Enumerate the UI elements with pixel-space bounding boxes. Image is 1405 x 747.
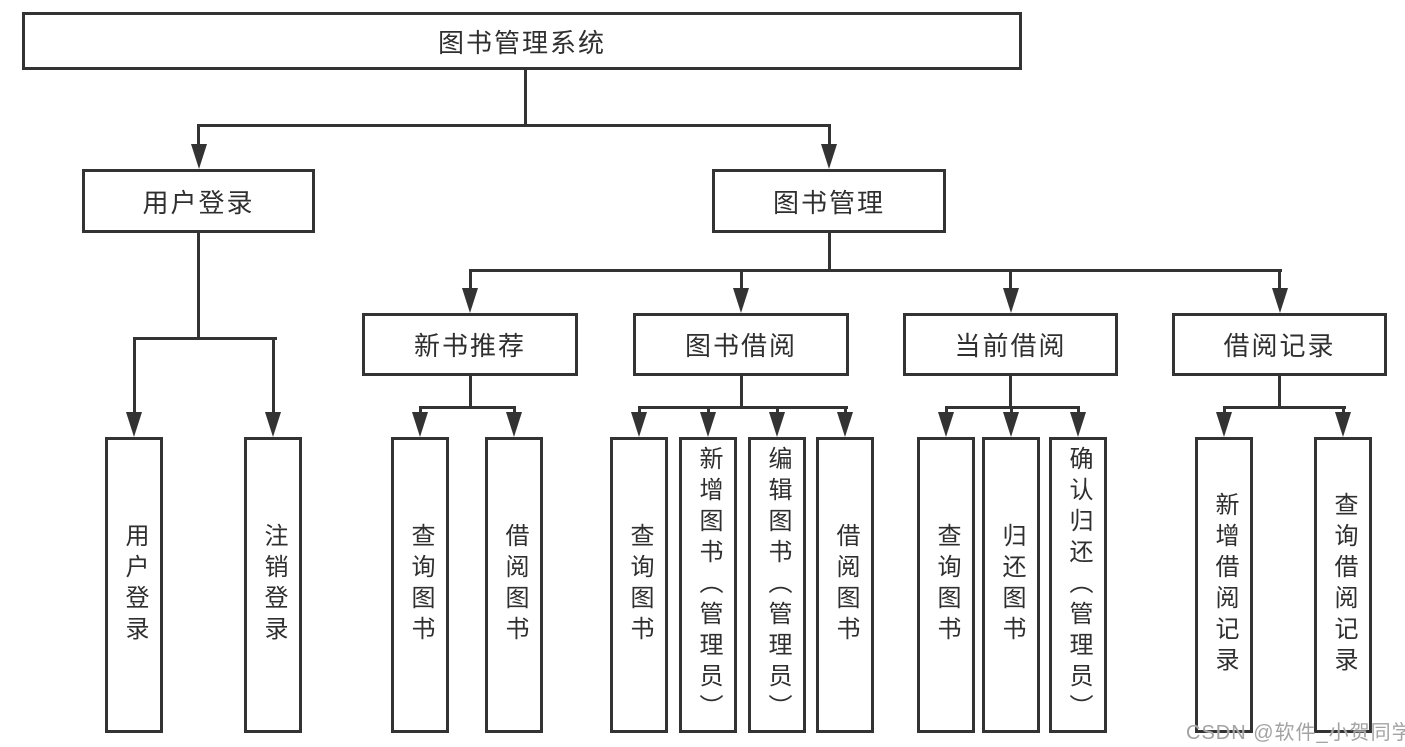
leaf-newbook-query-books-label: 查询图书	[407, 523, 434, 647]
connector-mgmt-arm-current	[1009, 269, 1012, 291]
connector-current-stem	[1009, 376, 1012, 409]
connector-newbook-bar	[418, 406, 516, 409]
leaf-borrow-borrow-books: 借阅图书	[816, 437, 874, 733]
node-new-book-recommend: 新书推荐	[362, 313, 578, 376]
connector-root-arm-book-mgmt	[827, 124, 831, 148]
arrow-down-icon	[126, 412, 142, 437]
leaf-current-confirm-return-admin: 确认归还（管理员）	[1049, 437, 1107, 733]
arrow-down-icon	[769, 412, 785, 437]
connector-current-arm-2	[1009, 406, 1013, 415]
leaf-borrow-edit-books-admin-label: 编辑图书（管理员）	[764, 445, 791, 725]
connector-login-stem	[197, 233, 200, 338]
leaf-current-return-books-label: 归还图书	[998, 523, 1025, 647]
node-user-login: 用户登录	[82, 169, 315, 233]
leaf-records-query-record: 查询借阅记录	[1314, 437, 1372, 733]
arrow-down-icon	[506, 412, 522, 437]
connector-root-bar	[197, 124, 831, 127]
connector-borrow-arm-4	[843, 406, 847, 415]
leaf-current-return-books: 归还图书	[982, 437, 1040, 733]
leaf-user-login: 用户登录	[105, 437, 163, 733]
leaf-current-query-books-label: 查询图书	[933, 523, 960, 647]
leaf-current-confirm-return-admin-label: 确认归还（管理员）	[1065, 445, 1092, 725]
connector-mgmt-arm-borrow	[739, 269, 743, 291]
connector-records-arm-1	[1222, 406, 1226, 415]
leaf-borrow-edit-books-admin: 编辑图书（管理员）	[748, 437, 806, 733]
arrow-down-icon	[938, 412, 954, 437]
connector-mgmt-stem	[827, 233, 831, 272]
leaf-current-query-books: 查询图书	[917, 437, 975, 733]
connector-newbook-arm-2	[512, 406, 516, 415]
arrow-down-icon	[733, 288, 749, 313]
connector-borrow-stem	[739, 376, 743, 409]
connector-current-arm-1	[944, 406, 948, 415]
node-new-book-recommend-label: 新书推荐	[413, 331, 526, 361]
connector-login-arm-1	[132, 337, 136, 415]
arrow-down-icon	[837, 412, 853, 437]
leaf-newbook-borrow-books: 借阅图书	[485, 437, 543, 733]
connector-records-stem	[1278, 376, 1281, 409]
node-book-management-label: 图书管理	[772, 187, 885, 218]
connector-borrow-arm-3	[775, 406, 779, 415]
connector-login-bar	[132, 337, 277, 340]
arrow-down-icon	[1003, 412, 1019, 437]
connector-mgmt-arm-records	[1278, 269, 1281, 291]
connector-root-arm-user-login	[197, 124, 200, 148]
connector-current-arm-3	[1076, 406, 1080, 415]
connector-records-arm-2	[1341, 406, 1345, 415]
connector-borrow-arm-1	[637, 406, 641, 415]
connector-borrow-bar	[637, 406, 848, 409]
arrow-down-icon	[412, 412, 428, 437]
leaf-records-add-record-label: 新增借阅记录	[1211, 492, 1238, 678]
node-book-management: 图书管理	[712, 169, 946, 233]
csdn-watermark: CSDN @软件_小贺同学	[1186, 722, 1405, 744]
leaf-newbook-borrow-books-label: 借阅图书	[501, 523, 528, 647]
leaf-user-login-label: 用户登录	[121, 523, 148, 647]
node-borrowing-records: 借阅记录	[1172, 313, 1387, 376]
node-book-borrowing-label: 图书借阅	[684, 331, 797, 361]
connector-mgmt-arm-newbook	[468, 269, 472, 291]
arrow-down-icon	[821, 144, 837, 169]
leaf-logout: 注销登录	[244, 437, 302, 733]
connector-records-bar	[1222, 406, 1346, 409]
arrow-down-icon	[462, 288, 478, 313]
connector-root-stem	[523, 70, 527, 125]
node-borrowing-records-label: 借阅记录	[1223, 331, 1336, 361]
node-root-library-system: 图书管理系统	[22, 12, 1022, 70]
arrow-down-icon	[1002, 288, 1019, 313]
connector-newbook-arm-1	[418, 406, 422, 415]
arrow-down-icon	[1216, 412, 1232, 437]
arrow-down-icon	[1070, 412, 1086, 437]
leaf-records-add-record: 新增借阅记录	[1195, 437, 1253, 733]
arrow-down-icon	[700, 412, 716, 437]
node-user-login-label: 用户登录	[142, 187, 255, 218]
leaf-borrow-query-books-label: 查询图书	[626, 523, 653, 647]
connector-newbook-stem	[468, 376, 472, 409]
connector-login-arm-2	[272, 337, 275, 415]
leaf-borrow-add-books-admin-label: 新增图书（管理员）	[695, 445, 722, 725]
arrow-down-icon	[1271, 288, 1288, 313]
node-current-borrowing-label: 当前借阅	[954, 331, 1067, 361]
arrow-down-icon	[265, 412, 281, 437]
leaf-borrow-borrow-books-label: 借阅图书	[832, 523, 859, 647]
leaf-borrow-add-books-admin: 新增图书（管理员）	[679, 437, 737, 733]
arrow-down-icon	[631, 412, 647, 437]
leaf-records-query-record-label: 查询借阅记录	[1330, 492, 1357, 678]
leaf-newbook-query-books: 查询图书	[391, 437, 449, 733]
node-root-label: 图书管理系统	[437, 27, 606, 58]
leaf-logout-label: 注销登录	[260, 523, 287, 647]
connector-mgmt-bar	[468, 269, 1282, 272]
leaf-borrow-query-books: 查询图书	[610, 437, 668, 733]
arrow-down-icon	[1335, 412, 1351, 437]
connector-borrow-arm-2	[706, 406, 710, 415]
node-current-borrowing: 当前借阅	[903, 313, 1118, 376]
node-book-borrowing: 图书借阅	[633, 313, 849, 376]
arrow-down-icon	[190, 144, 207, 169]
